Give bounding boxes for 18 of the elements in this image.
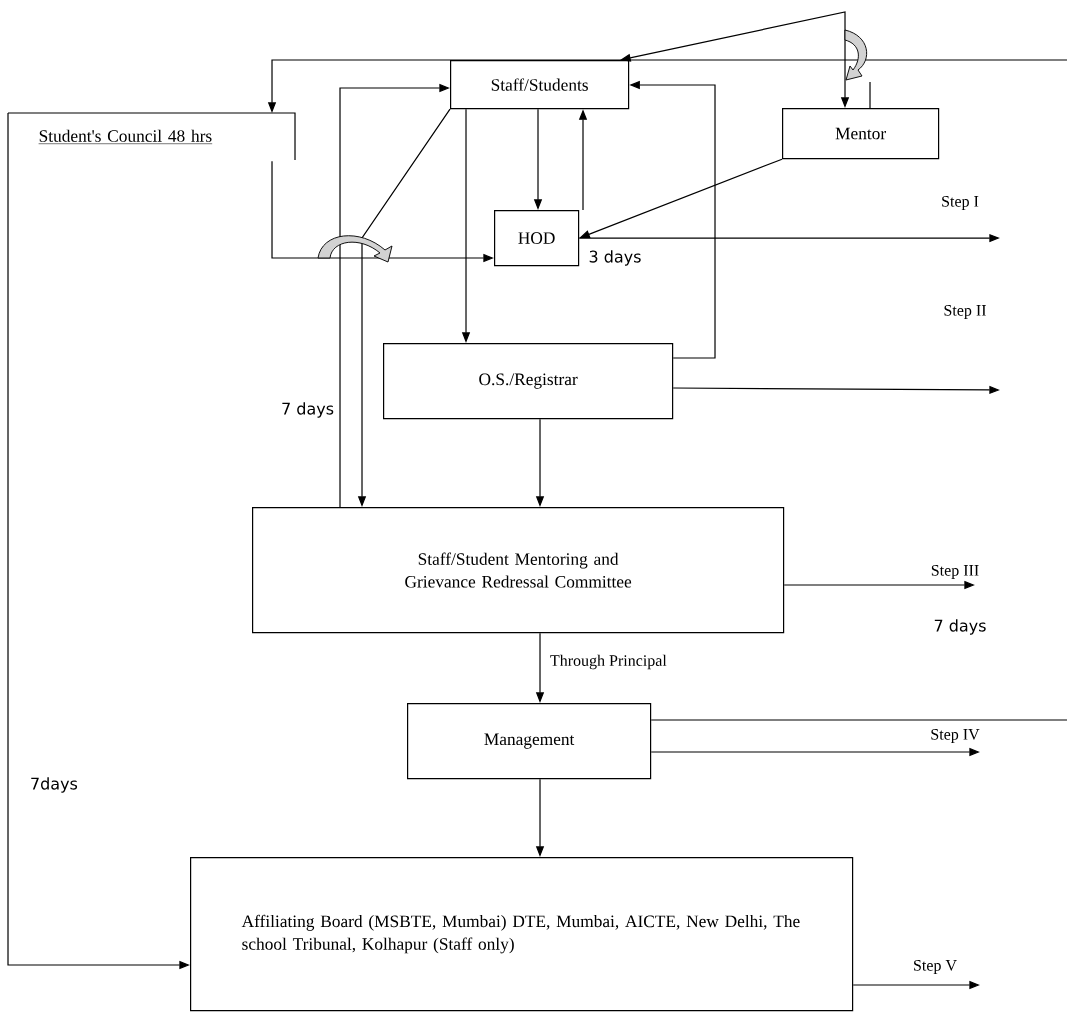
process-box: HOD [494,210,580,267]
process-box: Mentor [782,108,940,160]
edge-label: Step IV [929,727,981,745]
edge-label: 7days [28,775,80,795]
edge-label: Through Principal [548,653,669,671]
duration-label: 3 days [587,248,643,268]
process-box: O.S./Registrar [383,343,674,420]
edge-label: Step I [939,194,981,212]
edge-label: Step V [911,958,959,976]
process-box: Staff/Students [450,60,630,110]
council-label: Student's Council 48 hrs [38,129,213,144]
duration-label: 7 days [932,617,988,637]
edge-label: Step III [929,563,981,581]
edge-label: 7 days [279,400,336,420]
process-box: Affiliating Board (MSBTE, Mumbai) DTE, Mumbai, AICTE, New Delhi, The school Tribunal, Kolhapur (Staff only) [190,857,854,1012]
process-box: Staff/Student Mentoring and Grievance Redressal Committee [252,507,785,634]
process-box: Management [407,703,652,780]
edge-label: Step II [942,303,988,321]
